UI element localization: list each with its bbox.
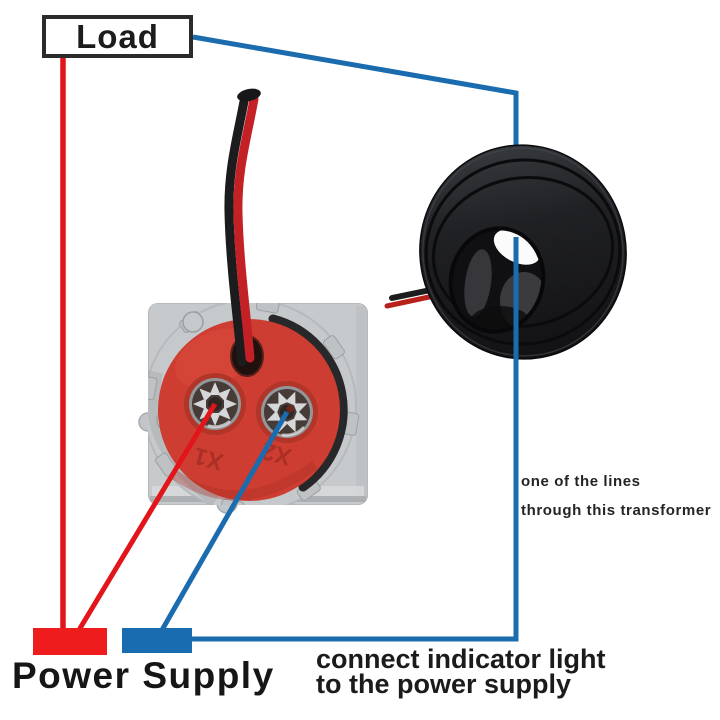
screw-glint <box>281 426 305 437</box>
ring-notch <box>220 498 245 505</box>
current-transformer <box>384 144 627 360</box>
meter-wire-black <box>224 91 250 367</box>
screw-serrations <box>193 382 237 426</box>
transformer-note-line2: through this transformer <box>521 502 712 519</box>
connect-note-line1: connect indicator light <box>316 644 606 674</box>
ring-notch <box>323 335 345 360</box>
screw-serrations <box>266 391 308 433</box>
transformer-note-line1: one of the lines <box>521 473 641 490</box>
supply-live-swatch <box>33 628 107 655</box>
connect-note-line2: to the power supply <box>316 669 572 699</box>
ring-boss-top <box>182 311 204 333</box>
connect-note: connect indicator light to the power sup… <box>316 644 606 699</box>
wire-tip-cap <box>237 88 261 102</box>
indicator-light-back: X1 X2 <box>148 303 368 505</box>
transformer-rim-highlight <box>422 147 624 357</box>
annotation-line-live <box>76 402 218 632</box>
retaining-ring-outer-seam <box>148 303 357 505</box>
power-supply-label: Power Supply <box>12 655 275 696</box>
annotation-line-neutral <box>159 410 290 632</box>
meter-red-base <box>158 319 340 501</box>
neutral-line-transformer-to-supply <box>191 237 519 642</box>
screw-red-glint <box>286 405 294 413</box>
screw-glint <box>207 420 231 429</box>
transformer-note: one of the lines through this transforme… <box>521 467 711 525</box>
supply-neutral-swatch <box>122 628 192 653</box>
meter-body-right-shade <box>356 306 368 502</box>
transformer-hole-rim <box>448 226 546 334</box>
ring-notch <box>255 303 280 314</box>
load-label: Load <box>76 17 159 55</box>
load-box: Load <box>42 15 193 58</box>
red-base-lower-shade <box>172 460 318 501</box>
base-gap-shadow <box>268 314 348 492</box>
meter-wire-red <box>233 94 259 363</box>
transformer-groove-outer <box>424 158 622 346</box>
transformer-hole-left-wall <box>464 249 492 317</box>
transformer-groove-inner <box>431 175 615 329</box>
ring-notch <box>148 376 158 401</box>
meter-wires <box>224 88 261 367</box>
